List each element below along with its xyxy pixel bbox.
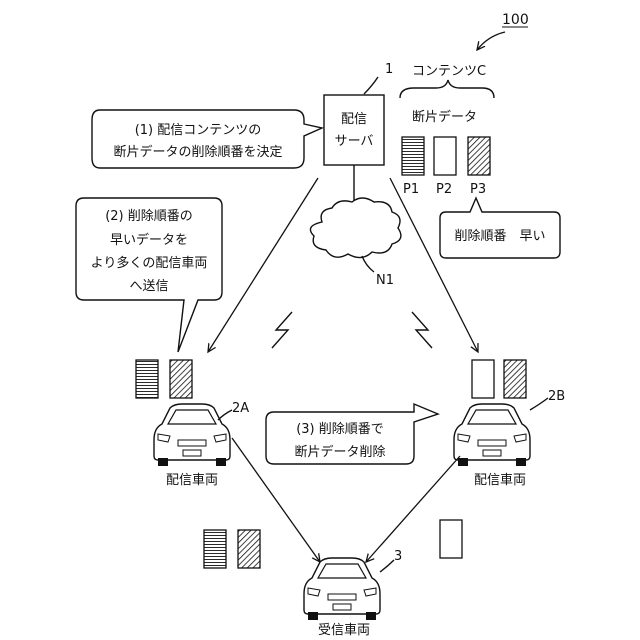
fragment-p3-label: P3 bbox=[470, 182, 486, 197]
callout-2-line-4: へ送信 bbox=[129, 279, 168, 294]
server-ref-leader bbox=[364, 77, 378, 94]
fragment-p1-label: P1 bbox=[403, 182, 419, 197]
wireless-bolt-left bbox=[272, 312, 292, 348]
vehicle-3-fragment-p1 bbox=[204, 530, 226, 568]
vehicle-2b-leader bbox=[530, 398, 548, 410]
callout-2-line-2: 早いデータを bbox=[110, 232, 188, 248]
callout-3-line-2: 断片データ削除 bbox=[294, 444, 385, 460]
callout-3-line-1: (3) 削除順番で bbox=[296, 422, 384, 437]
vehicle-2a-car-icon bbox=[154, 404, 230, 466]
fragment-p1 bbox=[402, 137, 424, 175]
vehicle-2a-leader bbox=[218, 410, 232, 420]
content-brace bbox=[400, 80, 494, 98]
server-box bbox=[324, 95, 384, 165]
callout-1-line-2: 断片データの削除順番を決定 bbox=[113, 144, 282, 160]
callout-2-line-3: より多くの配信車両 bbox=[91, 255, 208, 271]
vehicle-2a-fragment-p3 bbox=[170, 360, 192, 398]
arrow-server-to-2b bbox=[390, 178, 478, 352]
fragments-label: 断片データ bbox=[412, 109, 477, 125]
vehicle-2a-fragment-p1 bbox=[136, 360, 158, 398]
server-label-1: 配信 bbox=[341, 112, 367, 127]
network-leader bbox=[362, 256, 374, 272]
server-label-2: サーバ bbox=[335, 134, 374, 149]
callout-2-line-1: (2) 削除順番の bbox=[105, 209, 193, 224]
vehicle-3-fragment-p3 bbox=[238, 530, 260, 568]
figure-number: 100 bbox=[502, 12, 529, 28]
vehicle-2b-ref: 2B bbox=[548, 389, 565, 404]
vehicle-2a-ref: 2A bbox=[232, 401, 249, 416]
vehicle-3-car-icon bbox=[304, 558, 380, 620]
vehicle-2b-fragment-p3 bbox=[504, 360, 526, 398]
network-label: N1 bbox=[376, 273, 394, 288]
server-ref: 1 bbox=[385, 62, 393, 77]
vehicle-3-leader bbox=[380, 560, 394, 572]
vehicle-2a-label: 配信車両 bbox=[166, 473, 218, 488]
content-title: コンテンツC bbox=[412, 64, 486, 79]
callout-1-line-1: (1) 配信コンテンツの bbox=[135, 123, 262, 138]
wireless-bolt-right bbox=[412, 312, 432, 348]
vehicle-2b-car-icon bbox=[454, 404, 530, 466]
vehicle-3-fragment-p2 bbox=[440, 520, 462, 558]
fragment-p3 bbox=[468, 137, 490, 175]
vehicle-3-label: 受信車両 bbox=[318, 623, 370, 638]
arrow-server-to-2a bbox=[208, 178, 318, 352]
fragment-p2-label: P2 bbox=[436, 182, 452, 197]
vehicle-2b-label: 配信車両 bbox=[474, 473, 526, 488]
vehicle-3-ref: 3 bbox=[394, 549, 402, 564]
figure-number-arrow bbox=[477, 32, 505, 50]
priority-callout bbox=[440, 198, 560, 258]
network-cloud bbox=[310, 198, 400, 258]
vehicle-2b-fragment-p2 bbox=[472, 360, 494, 398]
priority-note: 削除順番 早い bbox=[454, 229, 545, 244]
fragment-p2 bbox=[434, 137, 456, 175]
